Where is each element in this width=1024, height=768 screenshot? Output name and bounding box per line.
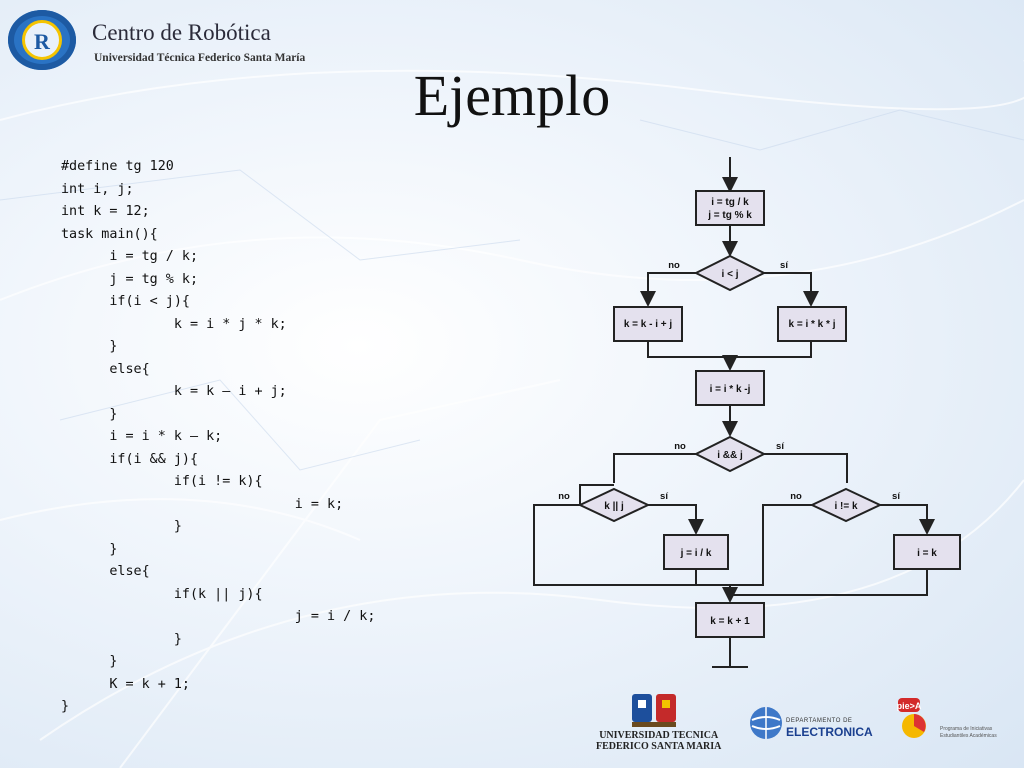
flowchart: i = tg / k j = tg % k i < j no sí k = k … [533, 157, 961, 668]
utfsm-line1: UNIVERSIDAD TECNICA [599, 730, 719, 741]
code-line: k = i * j * k; [61, 316, 287, 332]
code-line: } [61, 699, 70, 714]
process-box-2: i = i * k -j [695, 370, 765, 406]
org-name: Centro de Robótica [92, 20, 271, 45]
svg-text:k = k + 1: k = k + 1 [710, 616, 750, 627]
decision-1-yes: sí [780, 260, 788, 271]
process-box-j: j = i / k [663, 534, 729, 570]
box-init-line1: i = tg / k [711, 197, 749, 208]
piea-logo-text: pie>A [897, 701, 922, 711]
process-box-left1: k = k - i + j [613, 306, 683, 342]
svg-text:sí: sí [892, 491, 900, 502]
box-init-line2: j = tg % k [707, 210, 752, 221]
dept-small-text: DEPARTAMENTO DE [786, 718, 853, 724]
robotics-logo-icon: R [8, 10, 76, 70]
code-line: } [61, 654, 118, 669]
utfsm-crest-icon [632, 694, 676, 727]
code-line: if(i < j){ [61, 294, 190, 309]
code-line: k = k – i + j; [61, 384, 287, 399]
utfsm-line2: FEDERICO SANTA MARIA [596, 741, 722, 752]
code-line: } [61, 541, 118, 557]
code-line: if(i && j){ [61, 451, 199, 467]
code-line: K = k + 1; [61, 676, 190, 692]
svg-text:i && j: i && j [717, 450, 743, 461]
decision-1-no: no [668, 260, 680, 271]
svg-text:no: no [790, 491, 802, 502]
svg-text:sí: sí [776, 441, 784, 452]
code-line: j = i / k; [61, 609, 376, 624]
code-line: if(i != k){ [61, 474, 263, 489]
svg-text:k = i * k * j: k = i * k * j [789, 319, 836, 330]
code-line: if(k || j){ [61, 586, 263, 602]
process-box-final: k = k + 1 [695, 602, 765, 638]
code-line: j = tg % k; [61, 271, 199, 287]
process-box-i: i = k [893, 534, 961, 570]
svg-text:k = k - i + j: k = k - i + j [624, 319, 673, 330]
code-line: int i, j; [61, 181, 134, 197]
electronica-globe-icon [750, 707, 782, 739]
header: R Centro de Robótica Universidad Técnica… [8, 8, 328, 74]
svg-text:i != k: i != k [834, 501, 858, 512]
org-subtitle: Universidad Técnica Federico Santa María [94, 52, 306, 64]
dept-name: ELECTRONICA [786, 725, 873, 739]
code-line: else{ [61, 564, 150, 579]
svg-text:i = k: i = k [917, 548, 937, 559]
footer-logos: UNIVERSIDAD TECNICA FEDERICO SANTA MARIA… [590, 688, 1020, 758]
svg-text:no: no [674, 441, 686, 452]
code-line: } [61, 339, 118, 354]
decision-1: i < j no sí [668, 254, 788, 292]
code-line: } [61, 406, 118, 422]
piea-logo-icon: pie>A [897, 698, 926, 738]
process-box-right1: k = i * k * j [777, 306, 847, 342]
code-line: else{ [61, 361, 150, 377]
svg-text:sí: sí [660, 491, 668, 502]
svg-text:j = i / k: j = i / k [680, 548, 712, 559]
code-line: i = k; [61, 496, 344, 512]
code-line: task main(){ [61, 226, 158, 242]
code-line: i = i * k – k; [61, 429, 223, 444]
piea-line2: Estudiantiles Académicas [940, 733, 997, 739]
decision-1-text: i < j [722, 269, 739, 280]
svg-text:no: no [558, 491, 570, 502]
code-line: #define tg 120 [61, 159, 174, 174]
decision-2: i && j no sí [674, 435, 784, 473]
svg-text:i = i * k -j: i = i * k -j [710, 384, 751, 395]
svg-text:k || j: k || j [604, 501, 624, 512]
decision-4: i != k no sí [790, 487, 900, 523]
code-line: } [61, 519, 182, 534]
code-line: i = tg / k; [61, 249, 199, 264]
decision-3: k || j no sí [558, 487, 668, 523]
code-line: int k = 12; [61, 204, 150, 219]
code-block: #define tg 120 int i, j; int k = 12; task m… [61, 156, 375, 719]
process-box-init: i = tg / k j = tg % k [695, 190, 765, 226]
code-line: } [61, 631, 182, 647]
slide-title: Ejemplo [413, 63, 611, 128]
piea-line1: Programa de Iniciativas [940, 726, 993, 732]
